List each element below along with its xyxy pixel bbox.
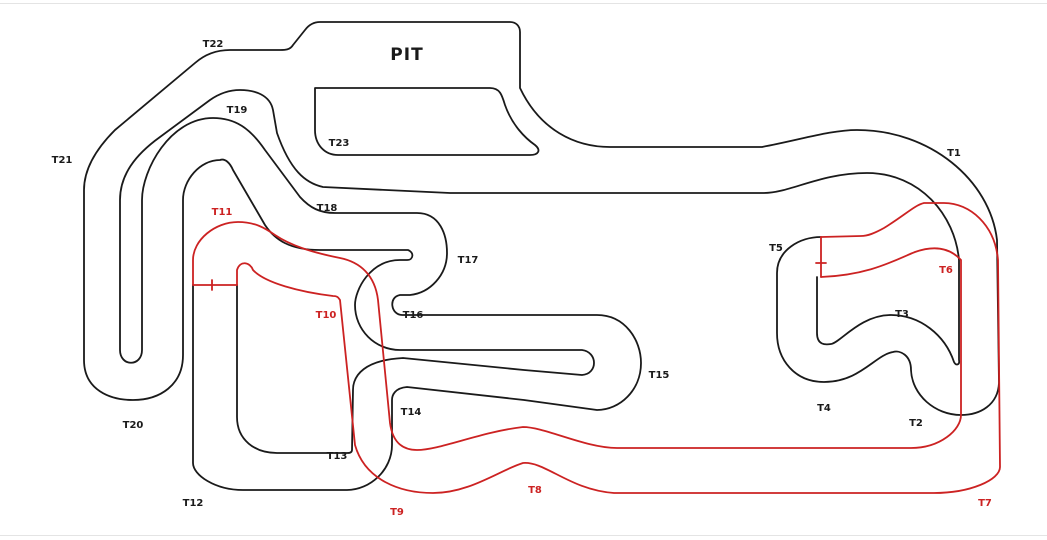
turn-label-t10: T10	[316, 310, 337, 321]
start-finish-line-left	[192, 279, 238, 291]
turn-label-t1: T1	[947, 148, 961, 159]
track-edge-outer	[83, 21, 1000, 454]
start-finish-line-right	[815, 236, 827, 278]
turn-label-t4: T4	[817, 403, 831, 414]
turn-label-t12: T12	[183, 498, 204, 509]
turn-label-t16: T16	[403, 310, 424, 321]
turn-label-t6: T6	[939, 265, 953, 276]
turn-label-t15: T15	[649, 370, 670, 381]
pit-label: PIT	[390, 45, 423, 65]
top-divider	[0, 3, 1047, 4]
turn-label-t18: T18	[317, 203, 338, 214]
turn-label-t13: T13	[327, 451, 348, 462]
pit-lane-island	[314, 87, 540, 156]
turn-label-t14: T14	[401, 407, 422, 418]
bottom-divider	[0, 535, 1047, 536]
turn-label-t19: T19	[227, 105, 248, 116]
turn-label-t17: T17	[458, 255, 479, 266]
turn-label-t5: T5	[769, 243, 783, 254]
track-edge-inner	[119, 89, 961, 491]
alt-track-edge-outer	[192, 221, 962, 451]
turn-label-t8: T8	[528, 485, 542, 496]
turn-label-t2: T2	[909, 418, 923, 429]
turn-label-t20: T20	[123, 420, 144, 431]
turn-label-t7: T7	[978, 498, 992, 509]
turn-label-t3: T3	[895, 309, 909, 320]
turn-label-t22: T22	[203, 39, 224, 50]
turn-label-t21: T21	[52, 155, 73, 166]
turn-label-t9: T9	[390, 507, 404, 518]
alt-track-edge-inner	[236, 202, 1001, 494]
turn-label-t11: T11	[212, 207, 233, 218]
turn-label-t23: T23	[329, 138, 350, 149]
